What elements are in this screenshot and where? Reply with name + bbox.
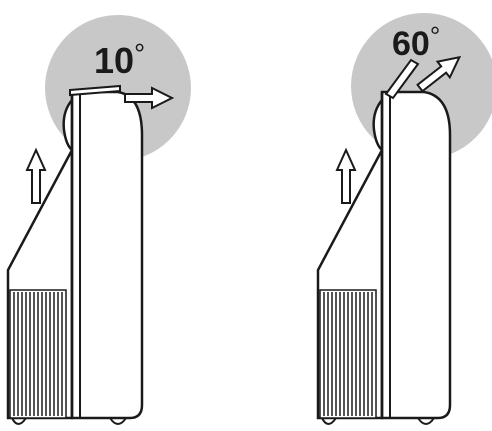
upward-arrow-icon (25, 147, 47, 204)
figure-60-degree: 60° (316, 13, 492, 425)
unit-rear-panel (380, 90, 452, 420)
upward-arrow-icon (335, 147, 357, 204)
grille (319, 289, 377, 419)
louver-flap (384, 58, 420, 100)
unit-back-bump (62, 99, 73, 151)
wheel (417, 417, 435, 425)
angle-label: 60° (392, 21, 440, 63)
airflow-arrow-icon (124, 86, 175, 110)
degree-symbol: ° (134, 38, 145, 69)
angle-value: 10 (94, 40, 134, 81)
degree-symbol: ° (430, 21, 440, 51)
grille (9, 289, 67, 419)
louver-flap (69, 84, 121, 97)
angle-label: 10° (94, 38, 145, 81)
wheel (321, 417, 337, 425)
angle-value: 60 (392, 25, 430, 63)
wheel (11, 417, 27, 425)
figure-10-degree: 10° (6, 15, 191, 425)
unit-back-bump (372, 99, 383, 151)
airflow-arrow-icon (416, 55, 462, 93)
wheel (109, 417, 127, 425)
unit-rear-panel (70, 90, 144, 420)
